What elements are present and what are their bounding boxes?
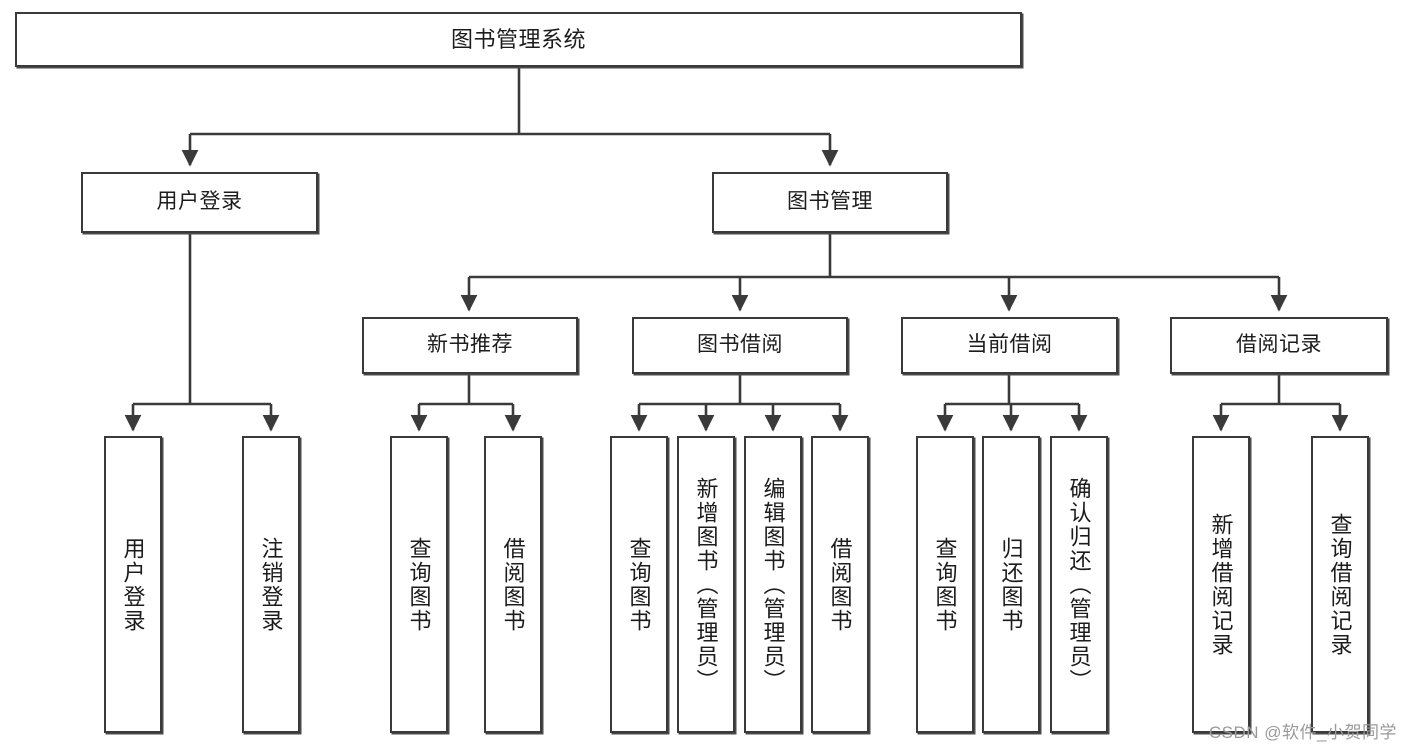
node-label: 查询借阅记录 bbox=[1327, 512, 1353, 657]
csdn-watermark: CSDN @软件_小贺同学 bbox=[1208, 723, 1397, 742]
node-leaf-query-book-3[interactable]: 查询图书 bbox=[916, 436, 974, 733]
node-leaf-query-book-1[interactable]: 查询图书 bbox=[390, 436, 448, 733]
node-user-login[interactable]: 用户登录 bbox=[81, 172, 318, 233]
node-label: 查询图书 bbox=[932, 536, 958, 633]
node-leaf-add-book[interactable]: 新增图书（管理员） bbox=[677, 436, 735, 733]
node-root-book-management-system[interactable]: 图书管理系统 bbox=[15, 12, 1022, 67]
node-leaf-confirm-return[interactable]: 确认归还（管理员） bbox=[1050, 436, 1108, 733]
node-leaf-borrow-book-1[interactable]: 借阅图书 bbox=[484, 436, 542, 733]
node-book-management[interactable]: 图书管理 bbox=[712, 172, 948, 233]
node-label: 查询图书 bbox=[626, 536, 652, 633]
node-book-borrow[interactable]: 图书借阅 bbox=[632, 317, 848, 374]
node-leaf-return-book[interactable]: 归还图书 bbox=[982, 436, 1040, 733]
node-label: 新书推荐 bbox=[427, 333, 513, 357]
node-label: 归还图书 bbox=[998, 536, 1024, 633]
node-current-borrow[interactable]: 当前借阅 bbox=[901, 317, 1118, 374]
node-leaf-logout-login[interactable]: 注销登录 bbox=[242, 436, 300, 733]
node-borrow-record[interactable]: 借阅记录 bbox=[1170, 317, 1388, 374]
node-label: 图书借阅 bbox=[697, 333, 783, 357]
node-label: 借阅记录 bbox=[1236, 333, 1322, 357]
node-new-book-recommend[interactable]: 新书推荐 bbox=[362, 317, 578, 374]
node-leaf-add-record[interactable]: 新增借阅记录 bbox=[1192, 436, 1250, 733]
node-label: 当前借阅 bbox=[966, 333, 1053, 357]
node-label: 注销登录 bbox=[258, 536, 284, 633]
node-label: 图书管理 bbox=[787, 190, 873, 214]
node-leaf-edit-book[interactable]: 编辑图书（管理员） bbox=[744, 436, 802, 733]
node-label: 新增图书（管理员） bbox=[693, 476, 719, 693]
node-label: 借阅图书 bbox=[500, 536, 526, 633]
node-label: 编辑图书（管理员） bbox=[760, 476, 786, 693]
node-leaf-query-record[interactable]: 查询借阅记录 bbox=[1311, 436, 1369, 733]
node-label: 用户登录 bbox=[156, 190, 243, 214]
node-label: 用户登录 bbox=[120, 536, 146, 633]
node-label: 查询图书 bbox=[406, 536, 432, 633]
node-leaf-query-book-2[interactable]: 查询图书 bbox=[610, 436, 668, 733]
node-label: 新增借阅记录 bbox=[1208, 512, 1234, 657]
node-leaf-borrow-book-2[interactable]: 借阅图书 bbox=[811, 436, 869, 733]
node-leaf-user-login[interactable]: 用户登录 bbox=[104, 436, 162, 733]
node-label: 确认归还（管理员） bbox=[1066, 476, 1092, 693]
node-label: 图书管理系统 bbox=[450, 26, 586, 52]
node-label: 借阅图书 bbox=[827, 536, 853, 633]
